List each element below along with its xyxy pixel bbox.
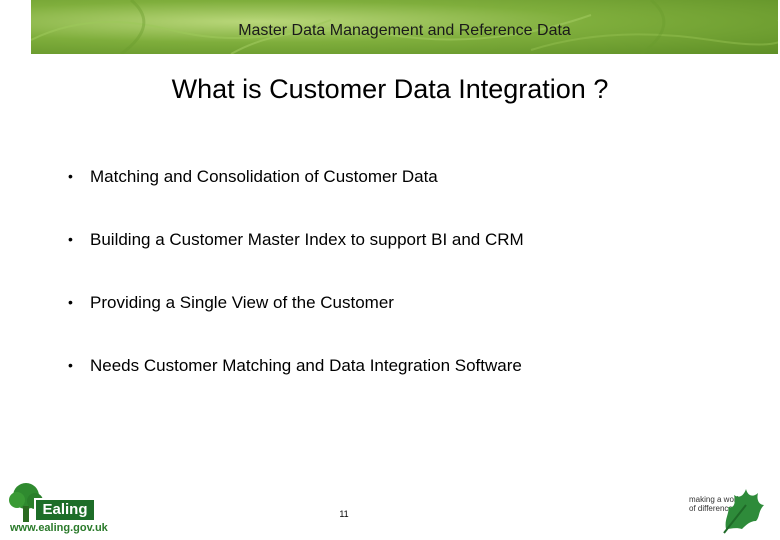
slide-title: What is Customer Data Integration ? bbox=[171, 74, 609, 104]
bullet-text: Needs Customer Matching and Data Integra… bbox=[90, 356, 522, 375]
bullet-item: • Providing a Single View of the Custome… bbox=[68, 292, 524, 355]
bullet-list: • Matching and Consolidation of Customer… bbox=[68, 166, 524, 418]
leaf-texture bbox=[31, 0, 778, 54]
tree-icon bbox=[9, 483, 43, 522]
bullet-marker: • bbox=[68, 231, 73, 247]
bullet-item: • Building a Customer Master Index to su… bbox=[68, 229, 524, 292]
bullet-item: • Needs Customer Matching and Data Integ… bbox=[68, 355, 524, 418]
ealing-logo-name: Ealing bbox=[34, 498, 96, 522]
bullet-marker: • bbox=[68, 294, 73, 310]
header-title: Master Data Management and Reference Dat… bbox=[238, 22, 571, 39]
bullet-marker: • bbox=[68, 357, 73, 373]
page-number: 11 bbox=[339, 509, 349, 519]
oak-leaf-icon bbox=[723, 489, 764, 534]
motto-line: of difference bbox=[689, 504, 733, 513]
motto-line: making a world bbox=[689, 495, 743, 504]
bullet-text: Building a Customer Master Index to supp… bbox=[90, 230, 524, 249]
bullet-marker: • bbox=[68, 168, 73, 184]
ealing-url: www.ealing.gov.uk bbox=[10, 522, 108, 534]
header-banner: Master Data Management and Reference Dat… bbox=[31, 0, 778, 54]
bullet-text: Matching and Consolidation of Customer D… bbox=[90, 167, 438, 186]
bullet-item: • Matching and Consolidation of Customer… bbox=[68, 166, 524, 229]
ealing-logo bbox=[6, 480, 101, 538]
bullet-text: Providing a Single View of the Customer bbox=[90, 293, 394, 312]
motto: making a world of difference bbox=[689, 495, 743, 513]
